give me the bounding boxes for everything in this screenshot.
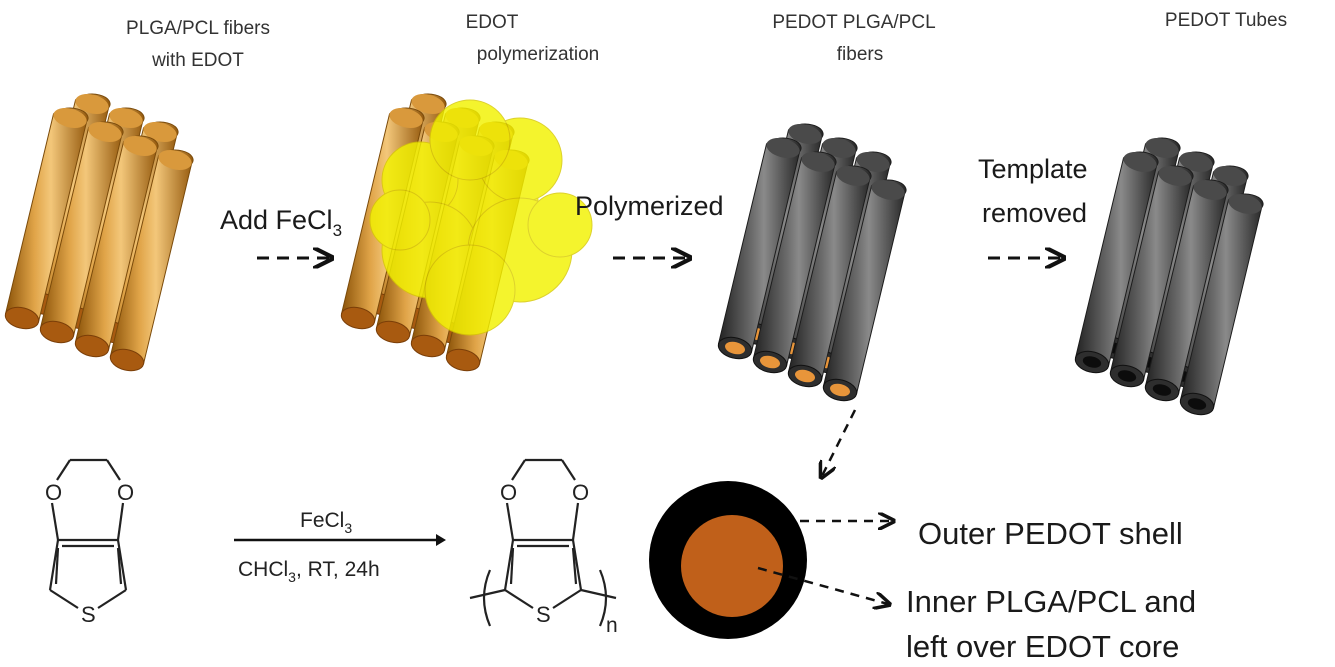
pedot-repeat-n: n: [606, 614, 618, 637]
fiber-top-cap: [75, 94, 109, 114]
stage-3-title-line1: PEDOT PLGA/PCL: [772, 12, 935, 33]
tube-hollow: [1117, 370, 1137, 382]
legend-inner-line1: Inner PLGA/PCL and: [906, 584, 1196, 619]
fiber: [1074, 151, 1159, 374]
fiber-top-cap: [788, 124, 822, 144]
coating-lobe: [369, 189, 431, 251]
pedot-sulfur: S: [536, 602, 551, 627]
reaction-arrow-head: [436, 534, 446, 546]
stage-1-title: PLGA/PCL fibers with EDOT: [126, 18, 270, 71]
step-polymerized: Polymerized: [575, 191, 724, 258]
fiber-top-cap: [1158, 166, 1192, 186]
tube-hollow: [1152, 384, 1172, 396]
fiber-bottom-cap: [410, 334, 446, 358]
coating-lobe: [424, 244, 516, 336]
reaction-arrow-group: FeCl3 CHCl3, RT, 24h: [234, 509, 446, 585]
stage-4-title-line1: PEDOT Tubes: [1165, 10, 1287, 31]
fiber: [39, 121, 124, 344]
pedot-oxygen-right: O: [572, 480, 589, 505]
fiber-top-cap: [53, 108, 87, 128]
reaction-reagent: FeCl3: [300, 509, 352, 536]
edot-oxygen-left: O: [45, 480, 62, 505]
fiber-top-cap: [856, 152, 890, 172]
stage-1-title-line1: PLGA/PCL fibers: [126, 18, 270, 39]
fiber-top-cap: [1213, 166, 1247, 186]
edot-oxygen-right: O: [117, 480, 134, 505]
inner-core: [681, 515, 783, 617]
fiber-bottom-cap: [74, 334, 110, 358]
fiber-cross-section: [649, 481, 807, 639]
fiber-top-cap: [1145, 138, 1179, 158]
step-template-label-line1: Template: [978, 154, 1088, 184]
fiber-bottom-cap: [445, 348, 481, 372]
pedot-tubes-bundle: [1074, 137, 1264, 416]
fiber-top-cap: [871, 180, 905, 200]
step-polymerized-label: Polymerized: [575, 191, 724, 221]
fiber-top-cap: [411, 94, 445, 114]
step-template-label-line2: removed: [982, 198, 1087, 228]
fecl3-coating: [369, 99, 593, 336]
fiber-top-cap: [766, 138, 800, 158]
plga-pcl-fiber-bundle: [4, 93, 194, 372]
fiber: [74, 135, 159, 358]
stage-4-title: PEDOT Tubes: [1165, 10, 1287, 31]
stage-2-title-line2: polymerization: [477, 44, 600, 65]
fiber-top-cap: [801, 152, 835, 172]
fiber: [752, 151, 837, 374]
coating-lobe: [429, 99, 511, 181]
fiber-core: [829, 383, 851, 397]
fiber-top-cap: [822, 138, 856, 158]
step-add-fecl3-label: Add FeCl3: [220, 205, 342, 240]
tube-hollow: [1082, 356, 1102, 368]
fiber: [787, 165, 872, 388]
fiber-top-cap: [158, 150, 192, 170]
pedot-oxygen-left: O: [500, 480, 517, 505]
pedot-plga-pcl-fiber-bundle: [717, 123, 907, 402]
fiber-top-cap: [836, 166, 870, 186]
fiber-top-cap: [109, 108, 143, 128]
fiber-core: [794, 369, 816, 383]
fiber-bottom-cap: [109, 348, 145, 372]
inner-core-pointer: [757, 566, 888, 604]
fiber-top-cap: [389, 108, 423, 128]
fiber: [109, 149, 194, 372]
fiber-bottom-cap: [39, 320, 75, 344]
fiber: [1144, 179, 1229, 402]
fiber: [4, 107, 89, 330]
fiber: [822, 179, 907, 402]
step-add-fecl3: Add FeCl3: [220, 205, 342, 258]
fiber: [1109, 165, 1194, 388]
legend-inner-line2: left over EDOT core: [906, 629, 1179, 664]
fiber-bottom-cap: [340, 306, 376, 330]
edot-sulfur: S: [81, 602, 96, 627]
fiber-top-cap: [88, 122, 122, 142]
stage-2-title-line1: EDOT: [466, 12, 519, 33]
fiber-core: [759, 355, 781, 369]
pedot-polymer-structure: [469, 458, 617, 627]
fiber-top-cap: [1179, 152, 1213, 172]
fiber-top-cap: [1228, 194, 1262, 214]
fiber-core: [724, 341, 746, 355]
reaction-conditions: CHCl3, RT, 24h: [238, 558, 380, 585]
stage-3-title-line2: fibers: [837, 44, 883, 65]
coating-lobe: [527, 192, 593, 258]
fiber-top-cap: [143, 122, 177, 142]
edot-monomer-structure: [48, 458, 128, 609]
stage-1-title-line2: with EDOT: [151, 50, 244, 71]
fiber-top-cap: [1123, 152, 1157, 172]
fiber-bottom-cap: [4, 306, 40, 330]
fiber-top-cap: [123, 136, 157, 156]
tube-hollow: [1187, 398, 1207, 410]
step-template-removed: Template removed: [978, 154, 1088, 258]
fiber-bottom-cap: [375, 320, 411, 344]
edot-polymerization-bundle: [340, 93, 593, 372]
stage-3-title: PEDOT PLGA/PCL fibers: [772, 12, 935, 65]
cross-section-dashed-arrow: [822, 409, 857, 476]
fiber: [717, 137, 802, 360]
stage-2-title: EDOT polymerization: [466, 12, 600, 65]
fiber-top-cap: [1193, 180, 1227, 200]
fiber: [1179, 193, 1264, 416]
legend-outer-shell: Outer PEDOT shell: [918, 516, 1183, 551]
